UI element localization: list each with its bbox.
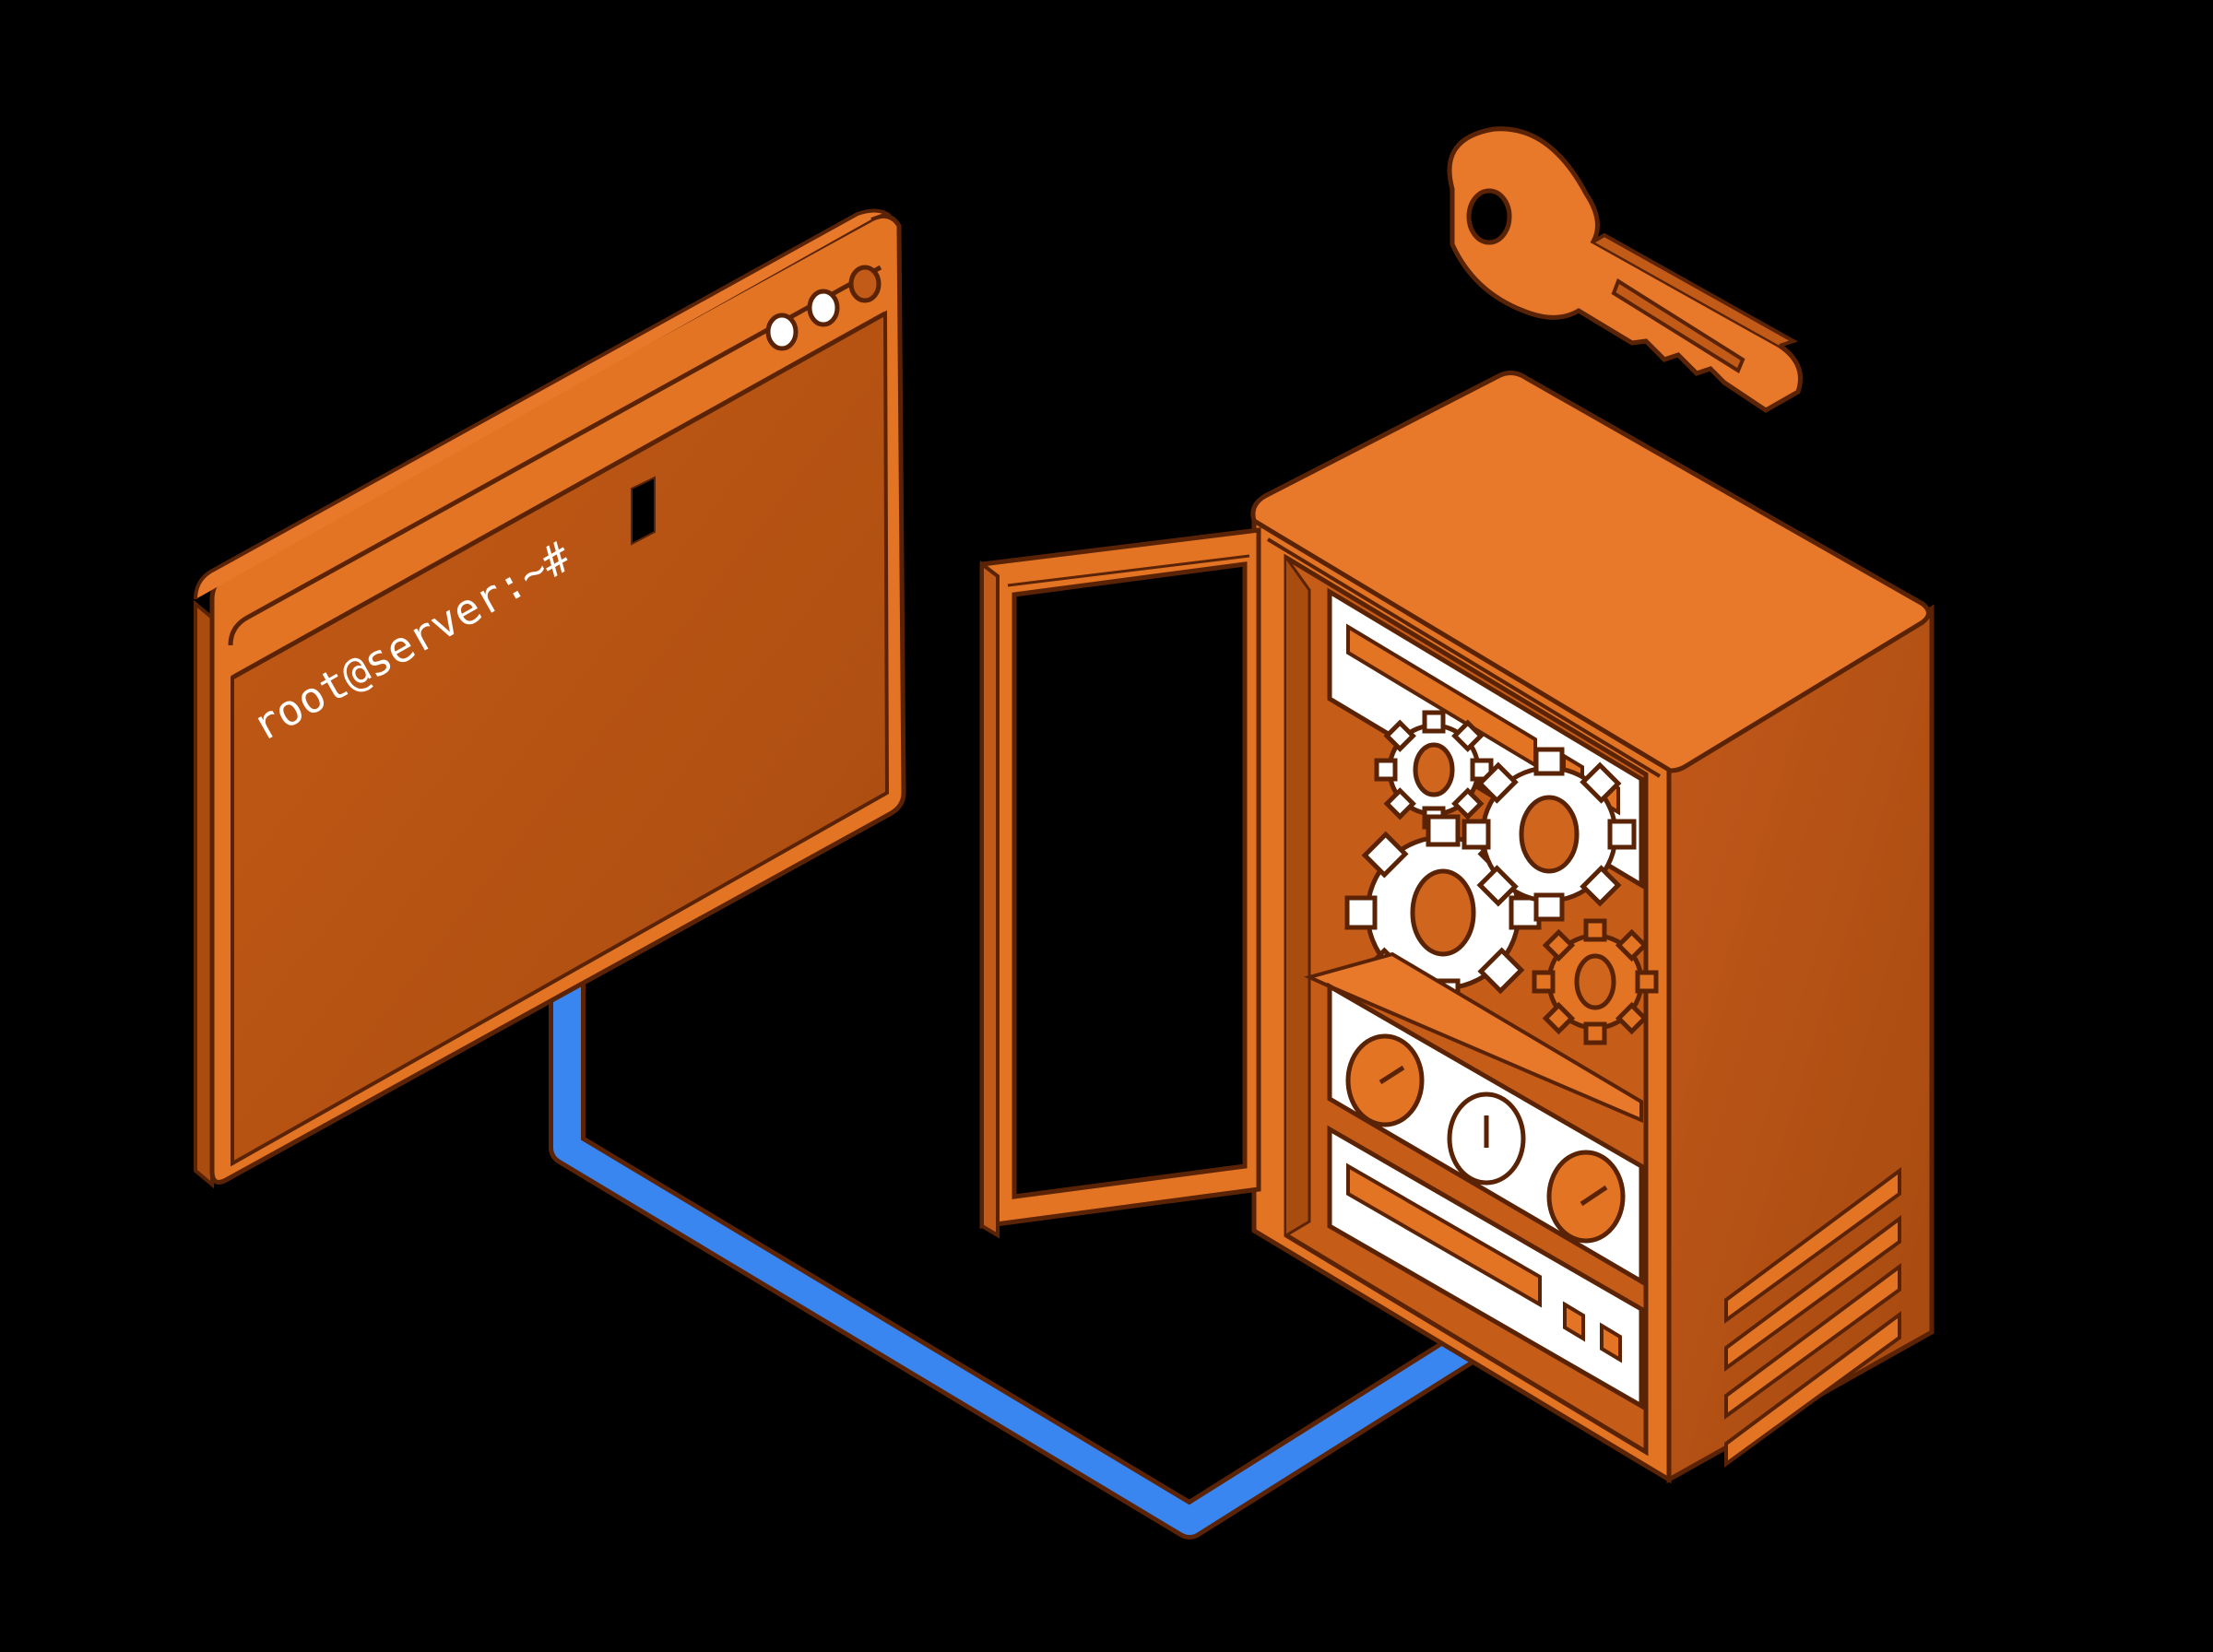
gears-icon xyxy=(1344,710,1659,1045)
gauge-panel xyxy=(1327,982,1644,1286)
led-icon xyxy=(1563,1301,1585,1342)
gauge-icon xyxy=(1447,1092,1526,1186)
window-button-minimize-icon[interactable] xyxy=(807,289,840,327)
gauge-icon xyxy=(1345,1033,1425,1127)
led-icon xyxy=(1600,1322,1622,1363)
window-button-close-icon[interactable] xyxy=(765,313,799,351)
server-top-panel xyxy=(1250,371,1931,773)
terminal-window: root@server:~# xyxy=(194,208,906,1189)
server-door[interactable] xyxy=(979,527,1261,1239)
drive-bay-bottom xyxy=(1327,1125,1644,1410)
window-button-maximize-icon[interactable] xyxy=(848,265,882,303)
terminal-cursor xyxy=(631,476,656,546)
vent-slots xyxy=(1724,1167,1901,1468)
server-cabinet xyxy=(1250,371,1935,1484)
key-icon xyxy=(1447,126,1803,413)
network-cable xyxy=(549,977,1485,1540)
gauge-icon xyxy=(1546,1150,1626,1244)
